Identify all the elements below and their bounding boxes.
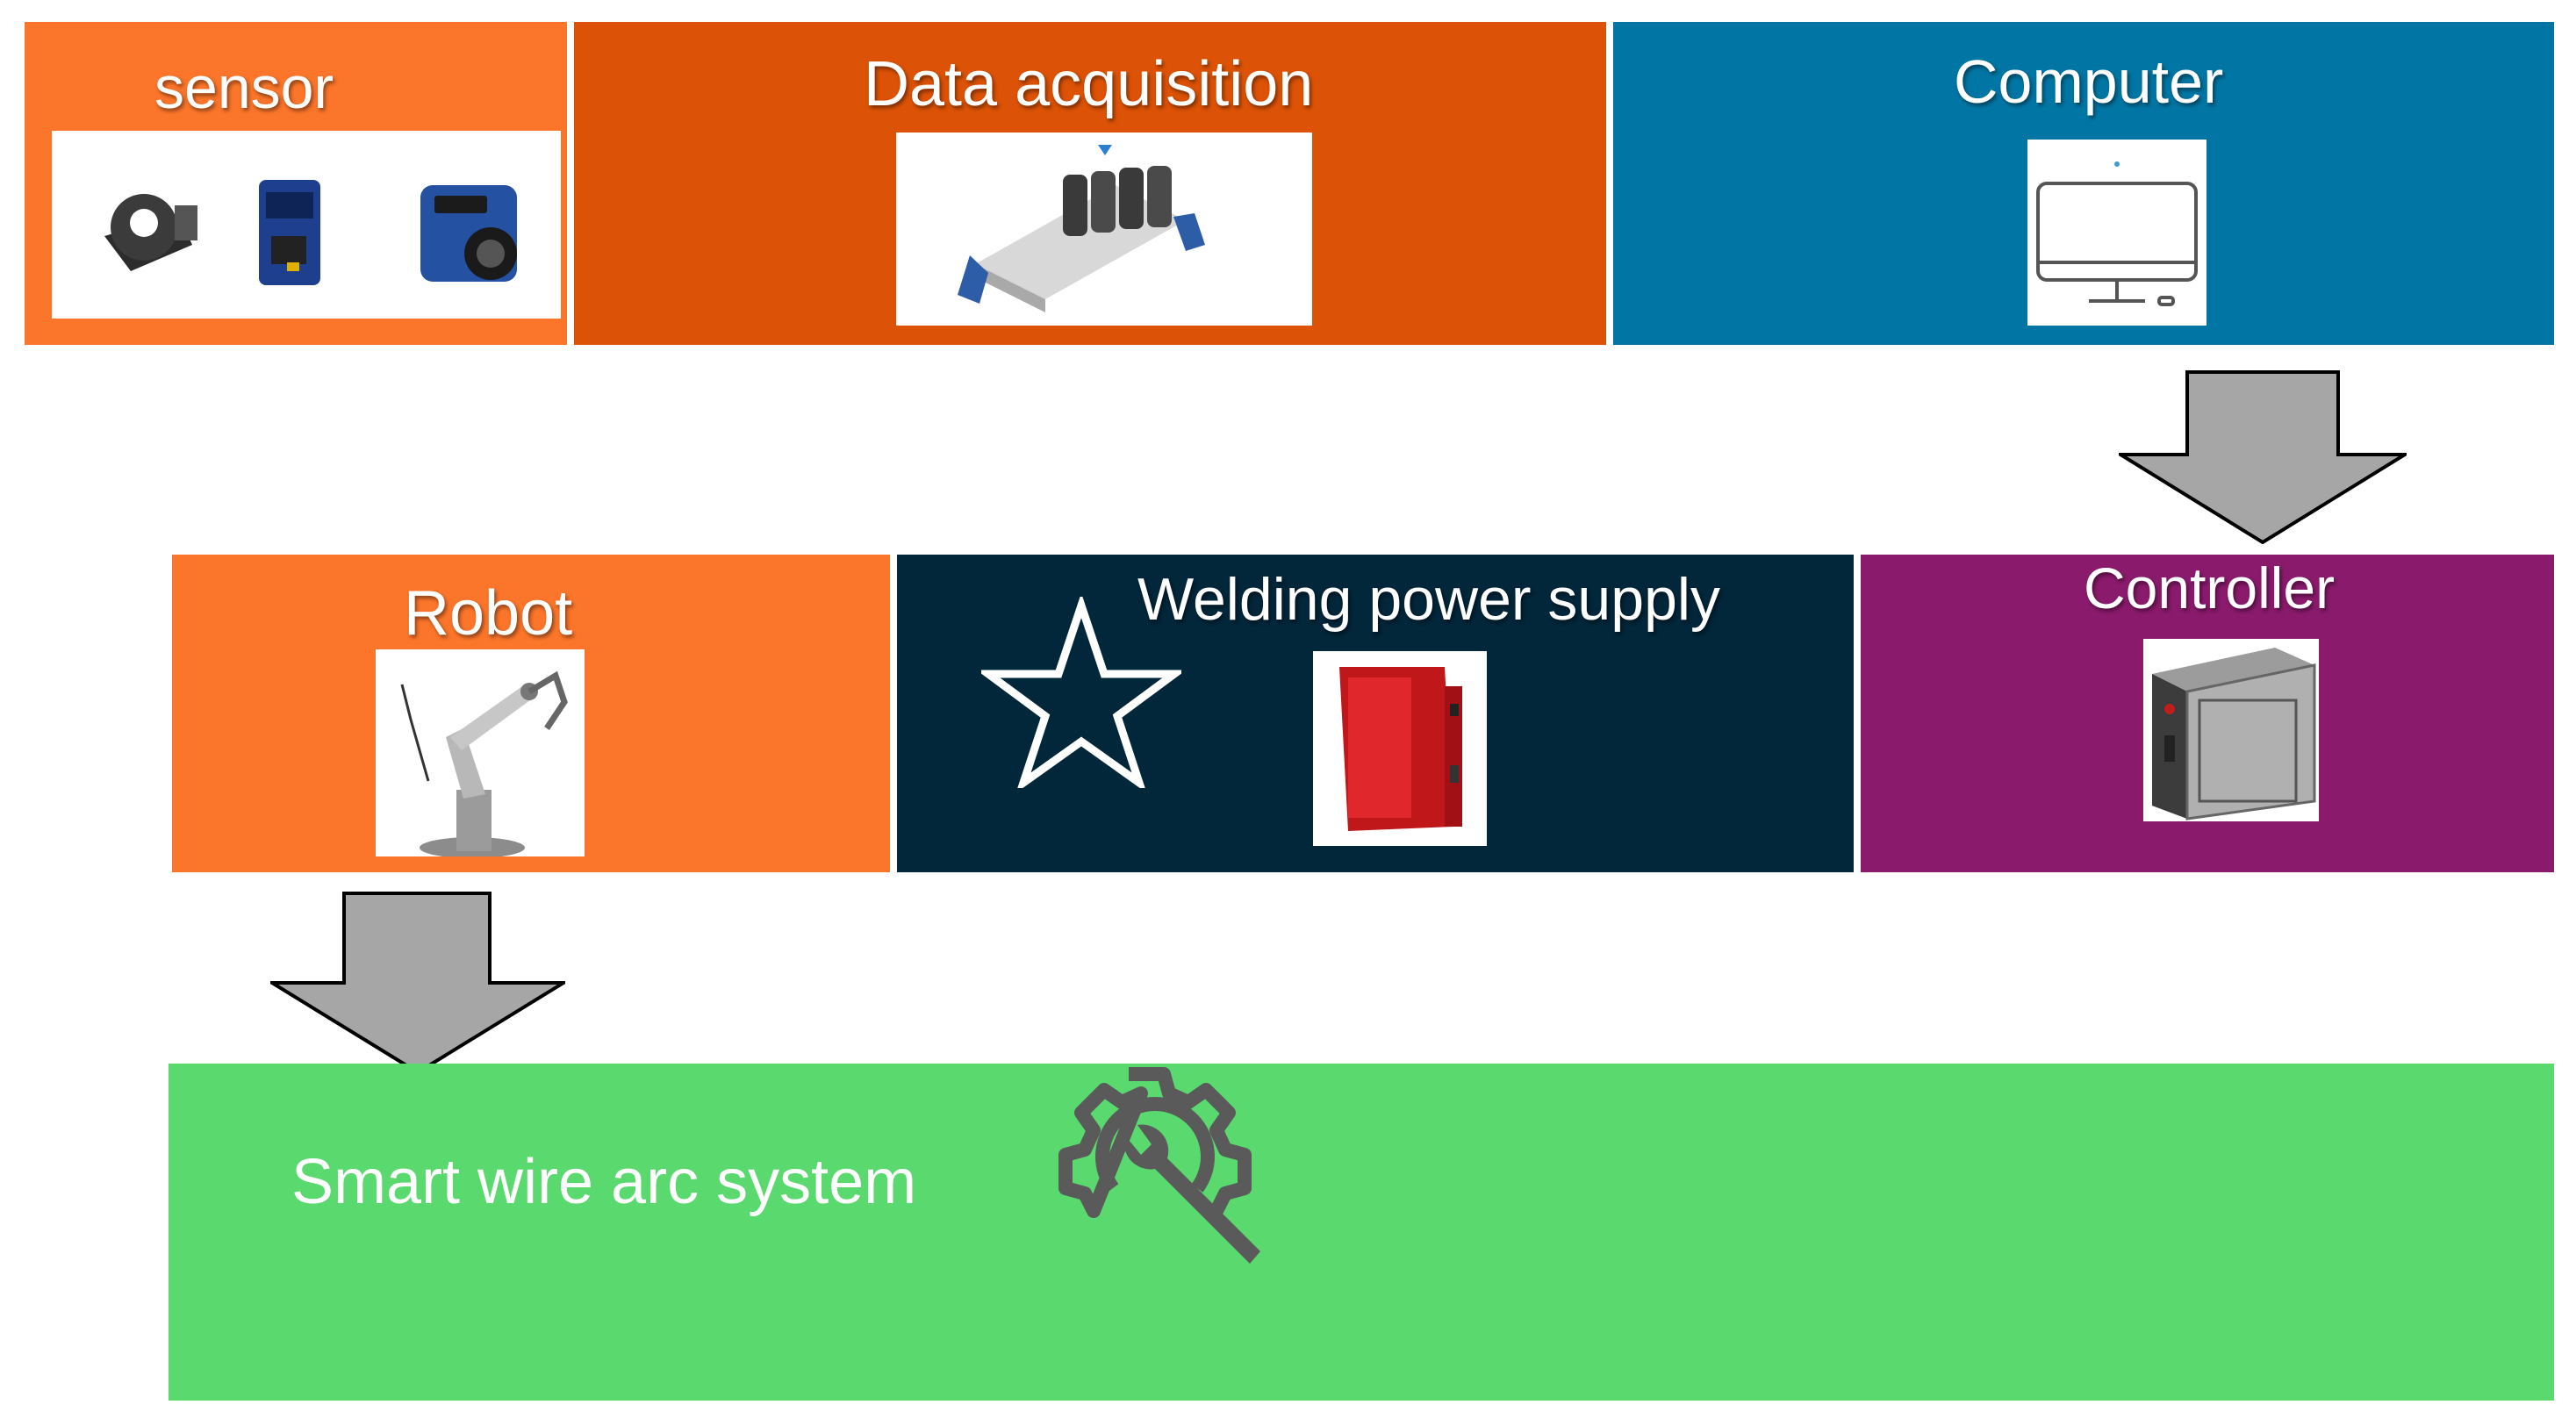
computer-block: Computer <box>1613 22 2554 345</box>
wrench-icon <box>1123 1124 1260 1264</box>
welding-robot-icon <box>400 670 568 856</box>
gear-wrench-icon <box>1041 1057 1269 1285</box>
smart-wire-arc-system-label: Smart wire arc system <box>291 1147 917 1217</box>
computer-image <box>2027 140 2206 326</box>
data-acquisition-block: Data acquisition <box>574 22 1606 345</box>
sensor-block: sensor <box>25 22 567 345</box>
robot-image <box>376 649 585 856</box>
controller-image <box>2143 639 2319 821</box>
robot-block: Robot <box>172 555 890 872</box>
computer-label: Computer <box>1954 47 2224 116</box>
welding-power-supply-label: Welding power supply <box>1137 566 1720 633</box>
laser-sensor-icon <box>259 180 320 285</box>
data-acquisition-label: Data acquisition <box>864 49 1314 119</box>
welding-power-supply-image <box>1313 651 1487 846</box>
down-arrow-icon <box>270 892 565 1074</box>
star-icon <box>981 597 1181 788</box>
robot-controller-cabinet-icon <box>2152 648 2316 820</box>
computer-monitor-icon <box>2036 182 2198 306</box>
data-acquisition-image <box>896 133 1312 326</box>
daq-device-icon <box>958 145 1205 312</box>
sensor-image <box>52 131 561 319</box>
smart-wire-arc-system-block: Smart wire arc system <box>169 1064 2554 1401</box>
robot-label: Robot <box>404 578 573 649</box>
current-sensor-icon <box>104 194 197 271</box>
sensor-label: sensor <box>154 54 334 121</box>
power-supply-unit-icon <box>1339 667 1462 831</box>
welding-power-supply-block: Welding power supply <box>897 555 1854 872</box>
down-arrow-icon <box>2119 370 2407 544</box>
controller-label: Controller <box>2084 555 2336 620</box>
camera-sensor-icon <box>420 185 517 282</box>
controller-block: Controller <box>1861 555 2554 872</box>
